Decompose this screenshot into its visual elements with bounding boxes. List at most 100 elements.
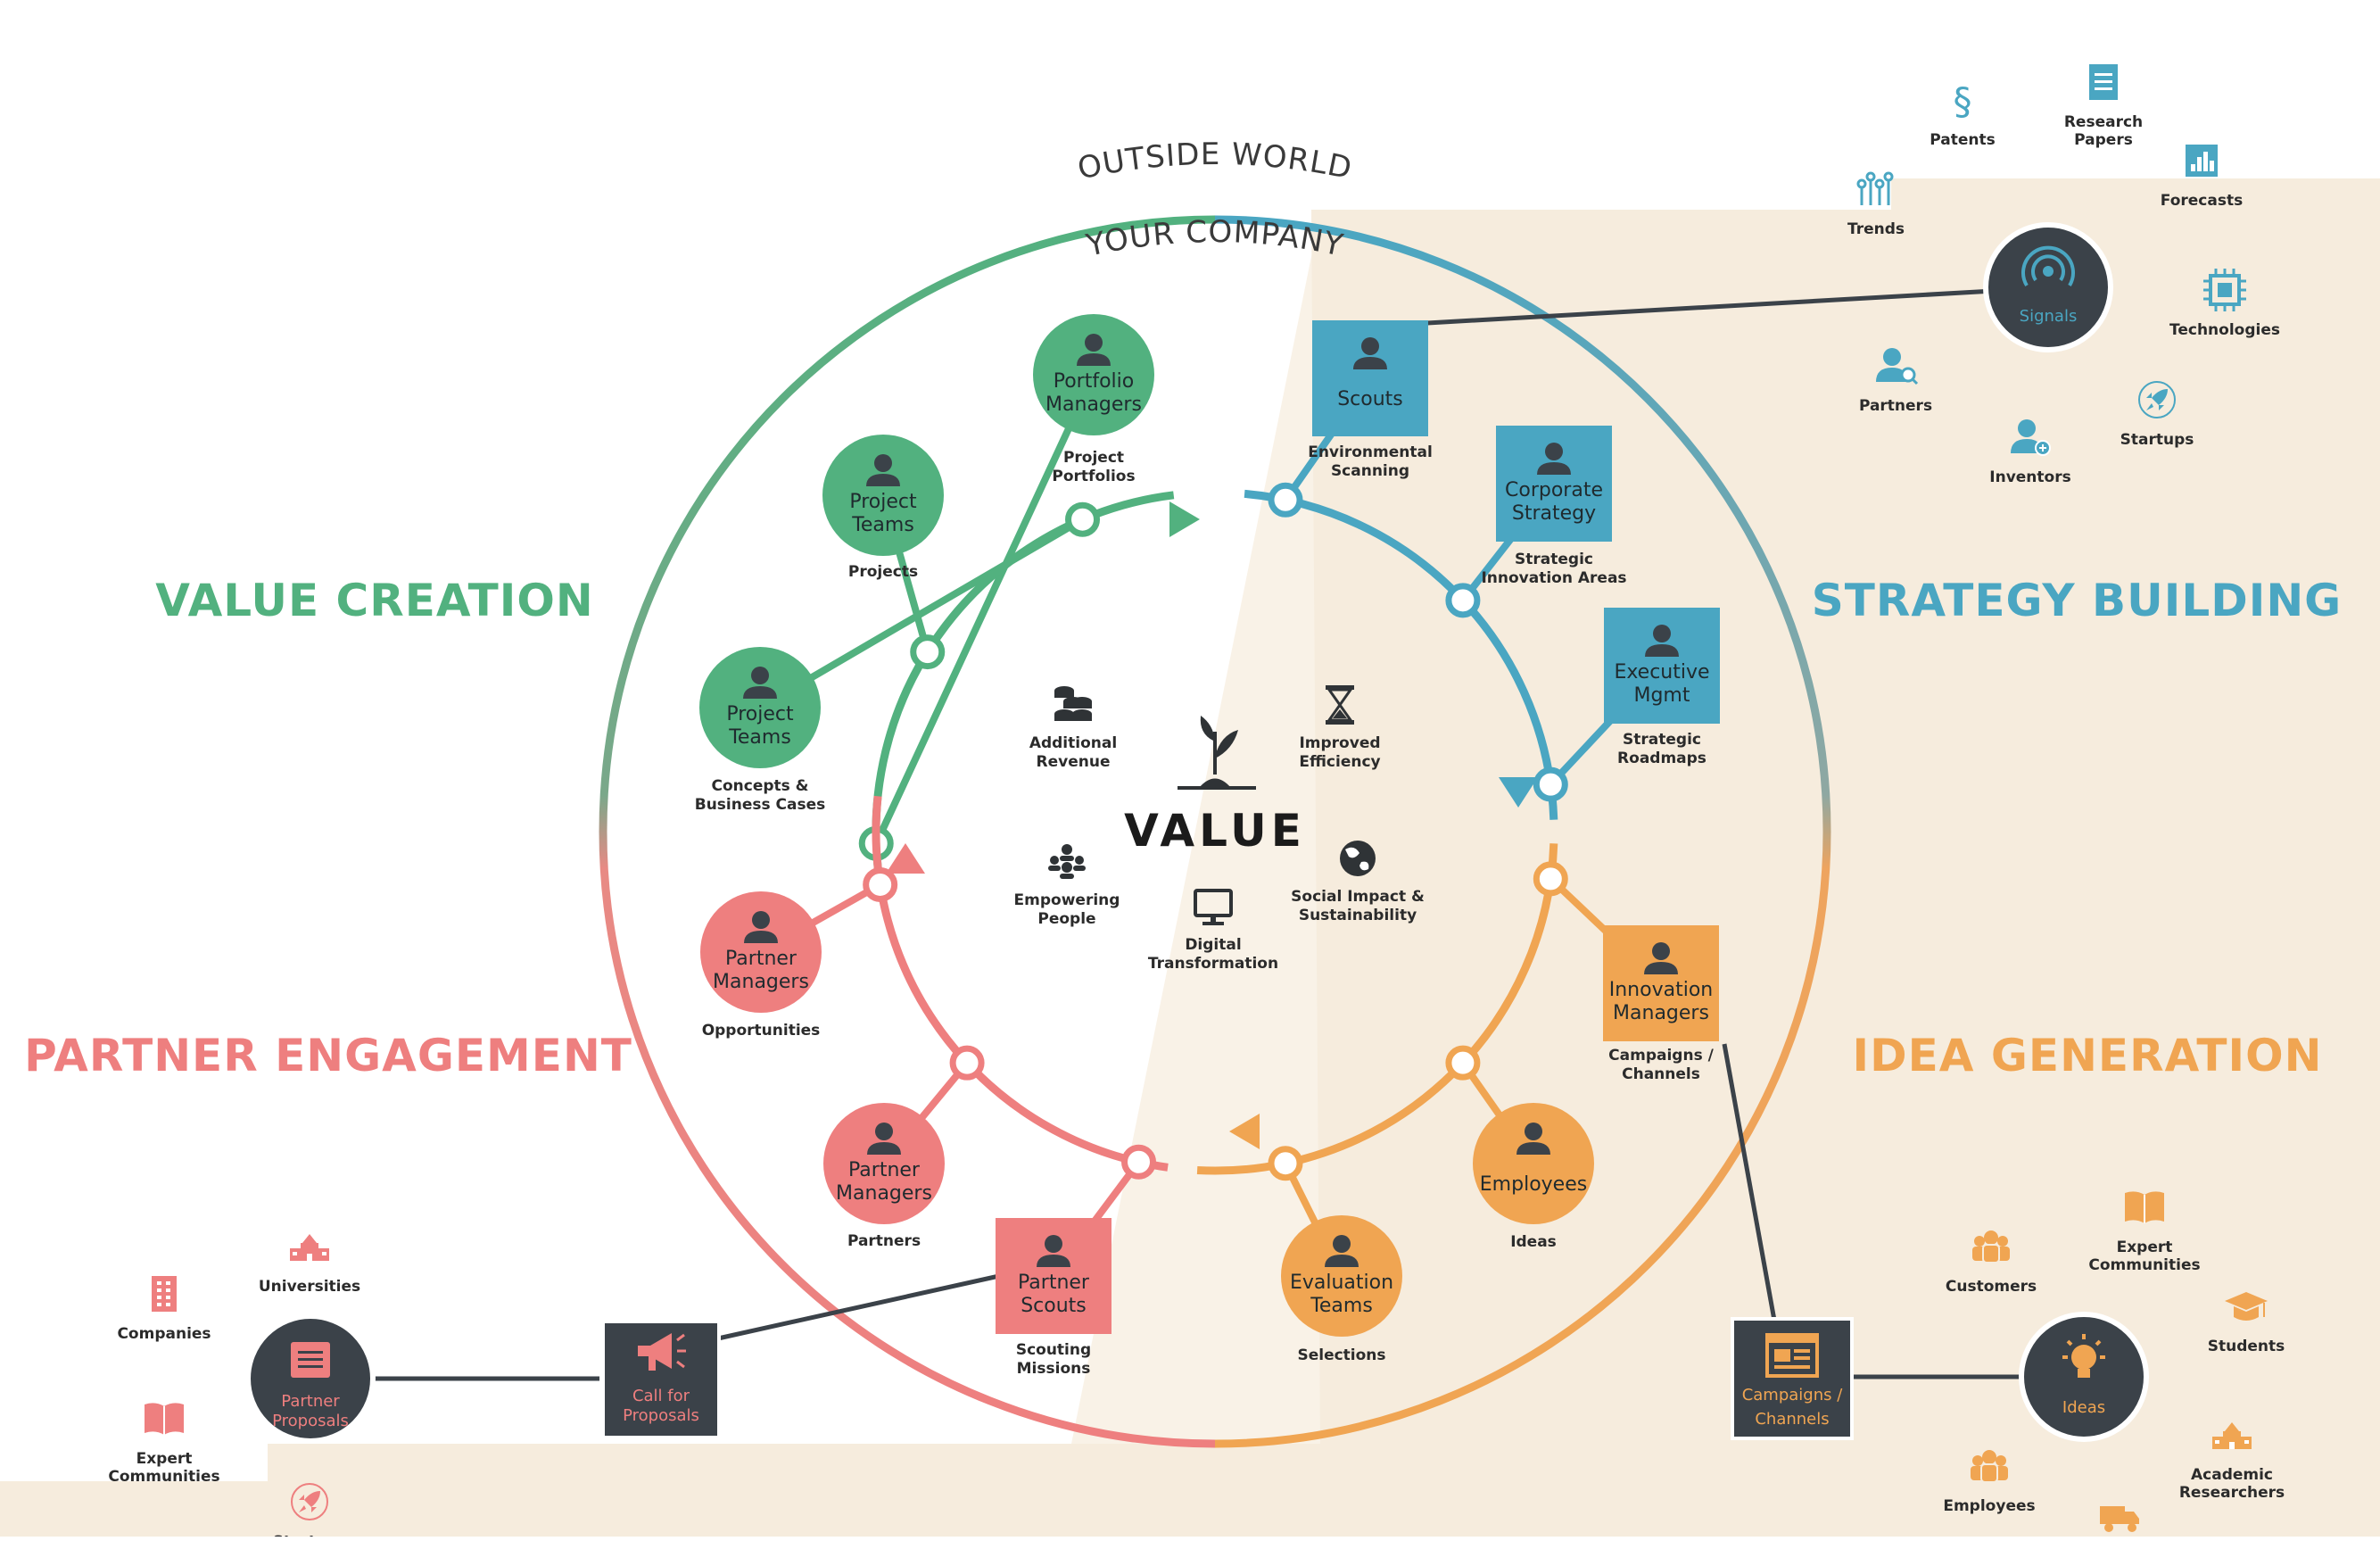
people-icon <box>1048 844 1086 879</box>
person-icon <box>1353 337 1387 369</box>
group-icon <box>1971 1450 2008 1483</box>
person-icon <box>1644 942 1678 974</box>
section-idea-generation: IDEA GENERATION <box>1853 1030 2323 1081</box>
source-ideas-4: Employees <box>1943 1450 2036 1515</box>
lightbulb-icon <box>2062 1334 2105 1378</box>
node-shape <box>823 1103 945 1224</box>
source-ideas-5 <box>2100 1506 2139 1532</box>
person-icon <box>743 667 777 699</box>
source-strategy-3: Trends <box>1847 171 1905 238</box>
campaigns-channels-label: Campaigns /Channels <box>1742 1386 1844 1429</box>
outside-world-label: OUTSIDE WORLD <box>1075 137 1356 187</box>
source-strategy-7: Inventors <box>1989 419 2071 486</box>
globe-icon <box>1340 841 1376 876</box>
node-shape <box>700 891 822 1013</box>
cycle-junction-dot <box>949 1045 985 1081</box>
section-value-creation: VALUE CREATION <box>155 575 593 626</box>
plant-icon <box>1178 716 1256 790</box>
node-shape <box>699 647 821 768</box>
signals-hub[interactable]: Signals <box>1983 222 2113 352</box>
person-icon <box>1645 625 1679 657</box>
source-label: Technologies <box>2169 321 2280 339</box>
user-search-icon <box>1876 348 1919 385</box>
node-caption: Selections <box>1297 1346 1385 1364</box>
source-label: Trends <box>1847 220 1905 238</box>
cycle-junction-dot <box>863 866 898 902</box>
svg-text:§: § <box>1954 79 1972 123</box>
campaigns-channels-hub[interactable]: Campaigns /Channels <box>1731 1317 1854 1440</box>
person-icon <box>1037 1235 1070 1267</box>
your-company-label: YOUR COMPANY <box>1082 214 1346 264</box>
person-icon <box>1516 1123 1550 1155</box>
cycle-junction-dot <box>1121 1144 1157 1180</box>
person-icon <box>1325 1235 1359 1267</box>
source-label: Universities <box>259 1278 360 1296</box>
cycle-junction-dot <box>1533 861 1568 897</box>
user-plus-icon <box>2011 419 2051 456</box>
person-icon <box>1077 334 1111 366</box>
ideas-label: Ideas <box>2062 1398 2105 1417</box>
section-icon: § <box>1954 79 1972 123</box>
node-caption: Concepts &Business Cases <box>695 777 826 814</box>
company-boundary-ring <box>599 215 1831 1448</box>
group-icon <box>1972 1230 2010 1263</box>
outside-world-background <box>0 178 2380 1537</box>
school-icon <box>290 1234 329 1261</box>
graduation-icon <box>2225 1292 2268 1321</box>
rocket-icon <box>291 1483 328 1520</box>
source-label: Patents <box>1930 131 1995 149</box>
source-partners-1: Companies <box>117 1276 211 1343</box>
document-icon <box>291 1342 330 1378</box>
source-label: Companies <box>117 1325 211 1343</box>
value-title: VALUE <box>1124 805 1306 857</box>
section-strategy-building: STRATEGY BUILDING <box>1812 575 2342 626</box>
node-shape <box>1473 1103 1594 1224</box>
arrow-head-icon <box>1169 501 1200 537</box>
coins-icon <box>1054 686 1092 721</box>
node-shape <box>1033 314 1154 435</box>
node-label: Employees <box>1480 1173 1587 1196</box>
bar-chart-icon <box>2186 145 2218 177</box>
ideas-hub[interactable]: Ideas <box>2019 1312 2149 1442</box>
source-strategy-4: Technologies <box>2169 269 2280 339</box>
person-icon <box>867 1123 901 1155</box>
source-ideas-0: Customers <box>1946 1230 2037 1296</box>
node-shape <box>822 435 944 556</box>
chip-icon <box>2203 269 2246 311</box>
arrow-head-icon <box>1499 777 1538 808</box>
